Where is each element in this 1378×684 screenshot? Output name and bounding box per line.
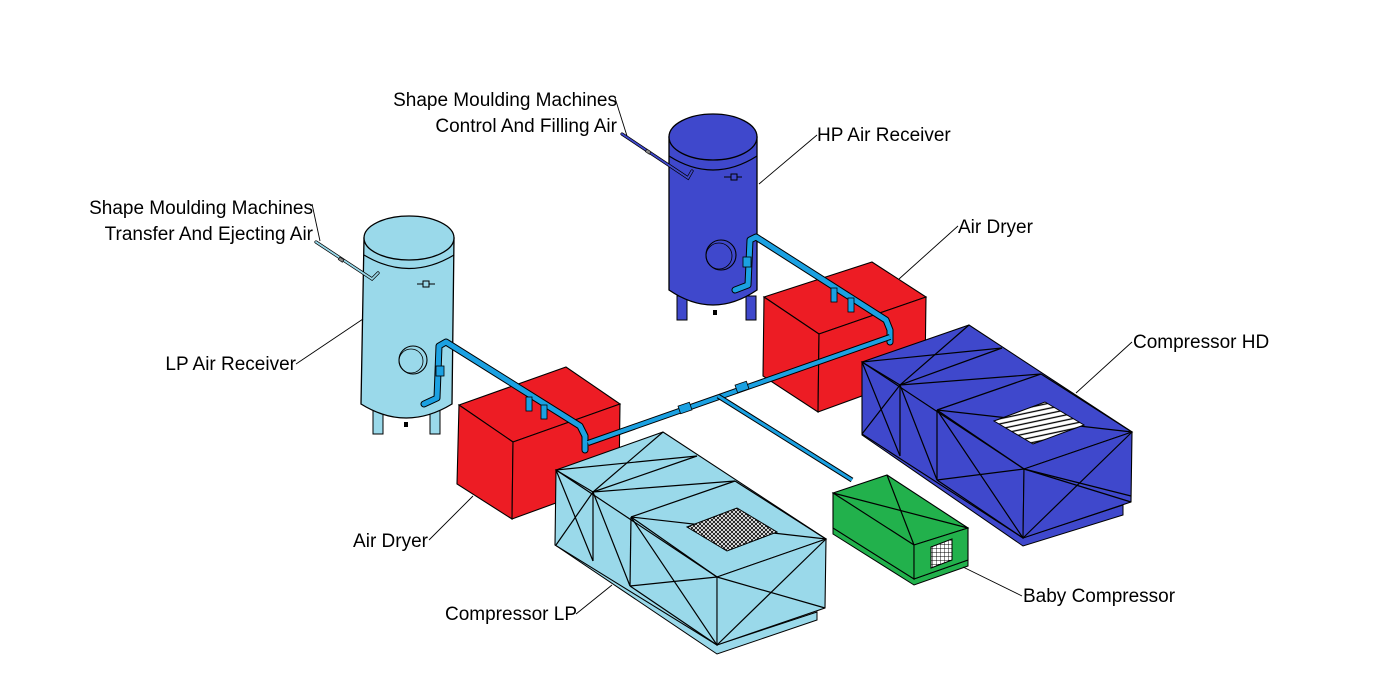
label-sm-control-line2: Control And Filling Air bbox=[435, 116, 617, 137]
leader-sm-control bbox=[614, 97, 628, 137]
baby-compressor-vent-grille bbox=[930, 538, 953, 569]
lp-pipe-valve bbox=[435, 365, 445, 377]
label-air-dryer-lp: Air Dryer bbox=[353, 531, 429, 552]
hp-pipe-valve bbox=[742, 256, 752, 268]
label-compressor-lp: Compressor LP bbox=[445, 604, 577, 625]
leader-hp-receiver bbox=[758, 134, 818, 185]
hp-dryer-inlet bbox=[830, 287, 838, 303]
hp-outlet-pipe bbox=[621, 133, 693, 180]
leader-air-dryer-lp bbox=[428, 495, 474, 541]
label-sm-transfer-line2: Transfer And Ejecting Air bbox=[105, 224, 314, 245]
cross-pipe-coupling bbox=[677, 401, 693, 415]
lp-receiver-gauge-icon bbox=[417, 280, 435, 288]
label-baby-compressor: Baby Compressor bbox=[1023, 586, 1176, 607]
hp-air-receiver bbox=[620, 113, 758, 321]
lp-receiver-to-dryer-pipe bbox=[421, 339, 588, 453]
hp-receiver-leg bbox=[745, 295, 757, 321]
label-lp-air-receiver: LP Air Receiver bbox=[165, 354, 296, 375]
label-sm-control-line1: Shape Moulding Machines bbox=[393, 90, 617, 111]
leader-baby-compressor bbox=[962, 566, 1023, 597]
cross-pipe-coupling bbox=[734, 380, 750, 394]
compressor-hd bbox=[860, 324, 1134, 547]
hp-dryer-outlet bbox=[847, 297, 855, 313]
compressor-hd-vent-grille bbox=[992, 401, 1086, 445]
label-sm-transfer-line1: Shape Moulding Machines bbox=[89, 198, 313, 219]
labels: Shape Moulding Machines Control And Fill… bbox=[89, 90, 1269, 625]
hp-receiver-gauge-icon bbox=[724, 173, 742, 181]
lp-receiver-body bbox=[360, 237, 455, 419]
compressor-lp bbox=[554, 431, 828, 655]
leader-air-dryer-hp bbox=[898, 225, 959, 280]
hp-receiver-to-dryer-pipe bbox=[732, 234, 893, 345]
label-compressor-hd: Compressor HD bbox=[1133, 332, 1269, 353]
hp-receiver-drain bbox=[713, 310, 717, 315]
leader-lines bbox=[295, 97, 1133, 615]
lp-air-receiver bbox=[314, 215, 455, 435]
air-dryer-hp bbox=[762, 261, 928, 414]
lp-outlet-pipe bbox=[315, 241, 379, 281]
piping bbox=[420, 233, 894, 483]
leader-sm-transfer bbox=[311, 203, 321, 242]
hp-receiver-top bbox=[668, 113, 758, 161]
lp-receiver-top bbox=[363, 215, 455, 261]
hp-receiver-body bbox=[668, 136, 758, 306]
hp-receiver-top-seam bbox=[668, 155, 758, 171]
leader-compressor-lp bbox=[575, 584, 613, 615]
compressor-lp-vent-grille bbox=[685, 507, 779, 552]
label-air-dryer-hp: Air Dryer bbox=[958, 217, 1034, 238]
leader-compressor-hd bbox=[1075, 341, 1133, 394]
baby-compressor-branch-pipe bbox=[717, 394, 853, 482]
baby-compressor bbox=[831, 474, 970, 586]
label-hp-air-receiver: HP Air Receiver bbox=[817, 125, 951, 146]
leader-lp-receiver bbox=[295, 318, 364, 365]
